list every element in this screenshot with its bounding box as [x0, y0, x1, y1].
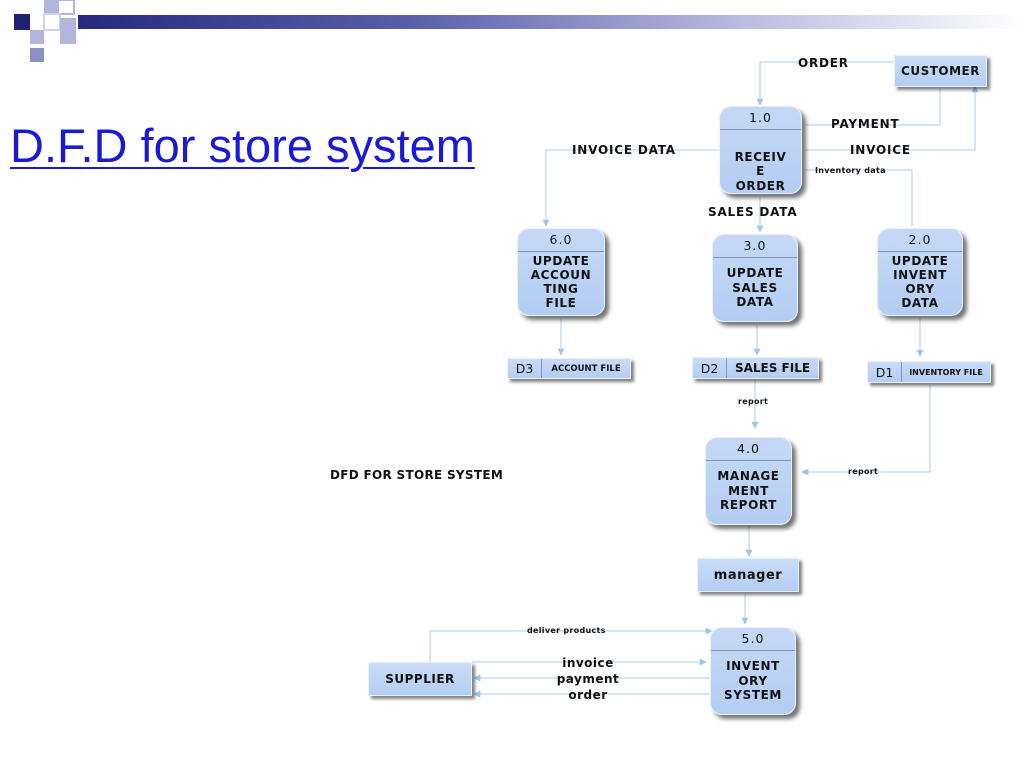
flow-label-payment: PAYMENT [831, 117, 900, 131]
store-id: D1 [868, 362, 902, 382]
process-id: 6.0 [518, 229, 604, 252]
process-id: 1.0 [720, 107, 801, 130]
slide-title: D.F.D for store system [10, 119, 475, 172]
process-name: UPDATE INVENT ORY DATA [891, 254, 949, 310]
process-1-receive-order: 1.0 RECEIV E ORDER [719, 106, 802, 194]
store-name: ACCOUNT FILE [551, 363, 621, 374]
store-d1-inventory-file: D1 INVENTORY FILE [867, 361, 991, 383]
process-5-inventory-system: 5.0 INVENT ORY SYSTEM [710, 627, 796, 715]
process-2-update-inventory-data: 2.0 UPDATE INVENT ORY DATA [877, 228, 963, 316]
store-name: SALES FILE [734, 361, 811, 375]
store-id: D2 [693, 358, 727, 378]
flow-label-report-inventory: report [848, 467, 879, 476]
flow-line-order [756, 61, 895, 106]
flow-label-deliver-products: deliver products [527, 626, 606, 635]
diagram-caption: DFD FOR STORE SYSTEM [330, 468, 504, 482]
decorative-gradient-bar [78, 15, 1024, 29]
store-name: INVENTORY FILE [909, 367, 983, 377]
process-name: RECEIV E ORDER [734, 149, 787, 193]
process-id: 3.0 [713, 235, 797, 258]
process-id: 5.0 [711, 628, 795, 651]
flow-line-inventory-data [805, 169, 913, 226]
decorative-squares [0, 0, 76, 62]
process-id: 2.0 [878, 229, 962, 252]
process-name: UPDATE ACCOUN TING FILE [530, 254, 592, 310]
flow-label-sales-data: SALES DATA [708, 205, 798, 219]
flow-line-payment [805, 88, 941, 126]
entity-customer: CUSTOMER [894, 55, 987, 87]
store-d3-account-file: D3 ACCOUNT FILE [507, 358, 631, 379]
flow-line-deliver-products [429, 627, 713, 662]
process-name: INVENT ORY SYSTEM [724, 659, 782, 702]
flow-label-supplier-flows: invoice payment order [556, 656, 620, 702]
flow-label-report-sales: report [738, 397, 769, 406]
process-id: 4.0 [706, 438, 791, 461]
process-name: UPDATE SALES DATA [726, 266, 784, 309]
process-name: MANAGE MENT REPORT [717, 469, 780, 512]
flow-label-inventory-data: Inventory data [815, 166, 886, 175]
flow-label-invoice: INVOICE [850, 143, 911, 157]
store-d2-sales-file: D2 SALES FILE [692, 357, 819, 379]
entity-manager: manager [697, 558, 799, 592]
process-6-update-accounting-file: 6.0 UPDATE ACCOUN TING FILE [517, 228, 605, 316]
flow-line-invoice-data [542, 149, 720, 227]
flow-line-d1-p4 [801, 385, 931, 476]
flow-line-invoice [805, 85, 979, 151]
process-3-update-sales-data: 3.0 UPDATE SALES DATA [712, 234, 798, 322]
flow-label-order: ORDER [798, 56, 849, 70]
entity-supplier: SUPPLIER [368, 662, 472, 696]
flow-label-invoice-data: INVOICE DATA [572, 143, 676, 157]
process-4-management-report: 4.0 MANAGE MENT REPORT [705, 437, 792, 525]
store-id: D3 [508, 359, 542, 378]
